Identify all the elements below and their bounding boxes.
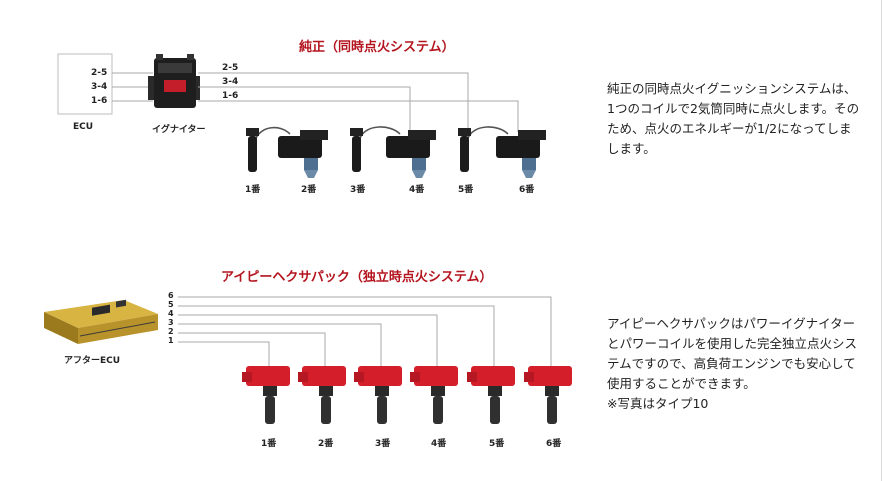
red-coil-4 — [410, 366, 458, 424]
cylinder-label-4: 4番 — [409, 185, 425, 195]
igniter-label: イグナイター — [152, 125, 206, 135]
cylinder2-label-3: 3番 — [375, 439, 391, 449]
section1-description-text: 純正の同時点火イグニッションシステムは、1つのコイルで2気筒同時に点火します。そ… — [607, 81, 860, 156]
ecu-port-1: 1 — [168, 336, 174, 345]
section1-description: 純正の同時点火イグニッションシステムは、1つのコイルで2気筒同時に点火します。そ… — [607, 79, 861, 159]
section1-title: 純正（同時点火システム） — [299, 40, 455, 55]
igniter-output-2-5: 2-5 — [222, 63, 239, 73]
after-ecu-label: アフターECU — [64, 356, 121, 366]
ecu-port-2-5: 2-5 — [91, 68, 108, 78]
simultaneous-ignition-diagram — [57, 53, 546, 178]
ecu-port-6: 6 — [168, 291, 174, 300]
ecu-port-5: 5 — [168, 300, 174, 309]
after-ecu-box — [44, 299, 158, 344]
ecu-port-3: 3 — [168, 318, 174, 327]
ecu-box — [57, 53, 113, 115]
igniter-wire-3-4 — [198, 86, 411, 132]
red-coil-2 — [298, 366, 346, 424]
cylinder2-label-5: 5番 — [489, 439, 505, 449]
cylinder2-label-4: 4番 — [431, 439, 447, 449]
wire-cyl-5 — [178, 305, 495, 366]
ecu-port-2: 2 — [168, 327, 174, 336]
cylinder-label-3: 3番 — [350, 185, 366, 195]
cylinder-label-6: 6番 — [519, 185, 535, 195]
cylinder2-label-2: 2番 — [318, 439, 334, 449]
independent-ignition-diagram — [44, 296, 572, 424]
igniter-output-3-4: 3-4 — [222, 77, 239, 87]
section2-title: アイピーヘクサパック（独立時点火システム） — [221, 270, 493, 285]
red-coil-5 — [467, 366, 515, 424]
red-coil-1 — [242, 366, 290, 424]
ecu-label: ECU — [73, 122, 94, 132]
igniter-wire-1-6 — [198, 100, 519, 132]
igniter-output-1-6: 1-6 — [222, 91, 239, 101]
cylinder-label-1: 1番 — [245, 185, 261, 195]
cylinder2-label-6: 6番 — [546, 439, 562, 449]
plug-boot-3 — [350, 128, 363, 172]
wire-cyl-1 — [178, 341, 270, 366]
plug-boot-5 — [458, 128, 471, 172]
red-coil-3 — [354, 366, 402, 424]
cylinder2-label-1: 1番 — [261, 439, 277, 449]
ecu-port-4: 4 — [168, 309, 174, 318]
cylinder-label-2: 2番 — [301, 185, 317, 195]
red-coil-6 — [524, 366, 572, 424]
coil-2 — [278, 130, 328, 178]
section2-description-text: アイピーヘクサパックはパワーイグナイターとパワーコイルを使用した完全独立点火シス… — [607, 316, 858, 391]
wire-cyl-2 — [178, 332, 326, 366]
ecu-port-1-6: 1-6 — [91, 96, 108, 106]
wire-cyl-4 — [178, 314, 438, 366]
cylinder-label-5: 5番 — [458, 185, 474, 195]
section2-photo-note: ※写真はタイプ10 — [607, 396, 709, 411]
section2-description: アイピーヘクサパックはパワーイグナイターとパワーコイルを使用した完全独立点火シス… — [607, 314, 861, 414]
wire-cyl-3 — [178, 323, 382, 366]
coil-4 — [386, 130, 436, 178]
ecu-port-3-4: 3-4 — [91, 82, 108, 92]
coil-6 — [496, 130, 546, 178]
wire-cyl-6 — [178, 296, 552, 366]
plug-boot-1 — [246, 128, 259, 172]
igniter-module — [148, 54, 200, 108]
igniter-wire-2-5 — [198, 72, 469, 132]
